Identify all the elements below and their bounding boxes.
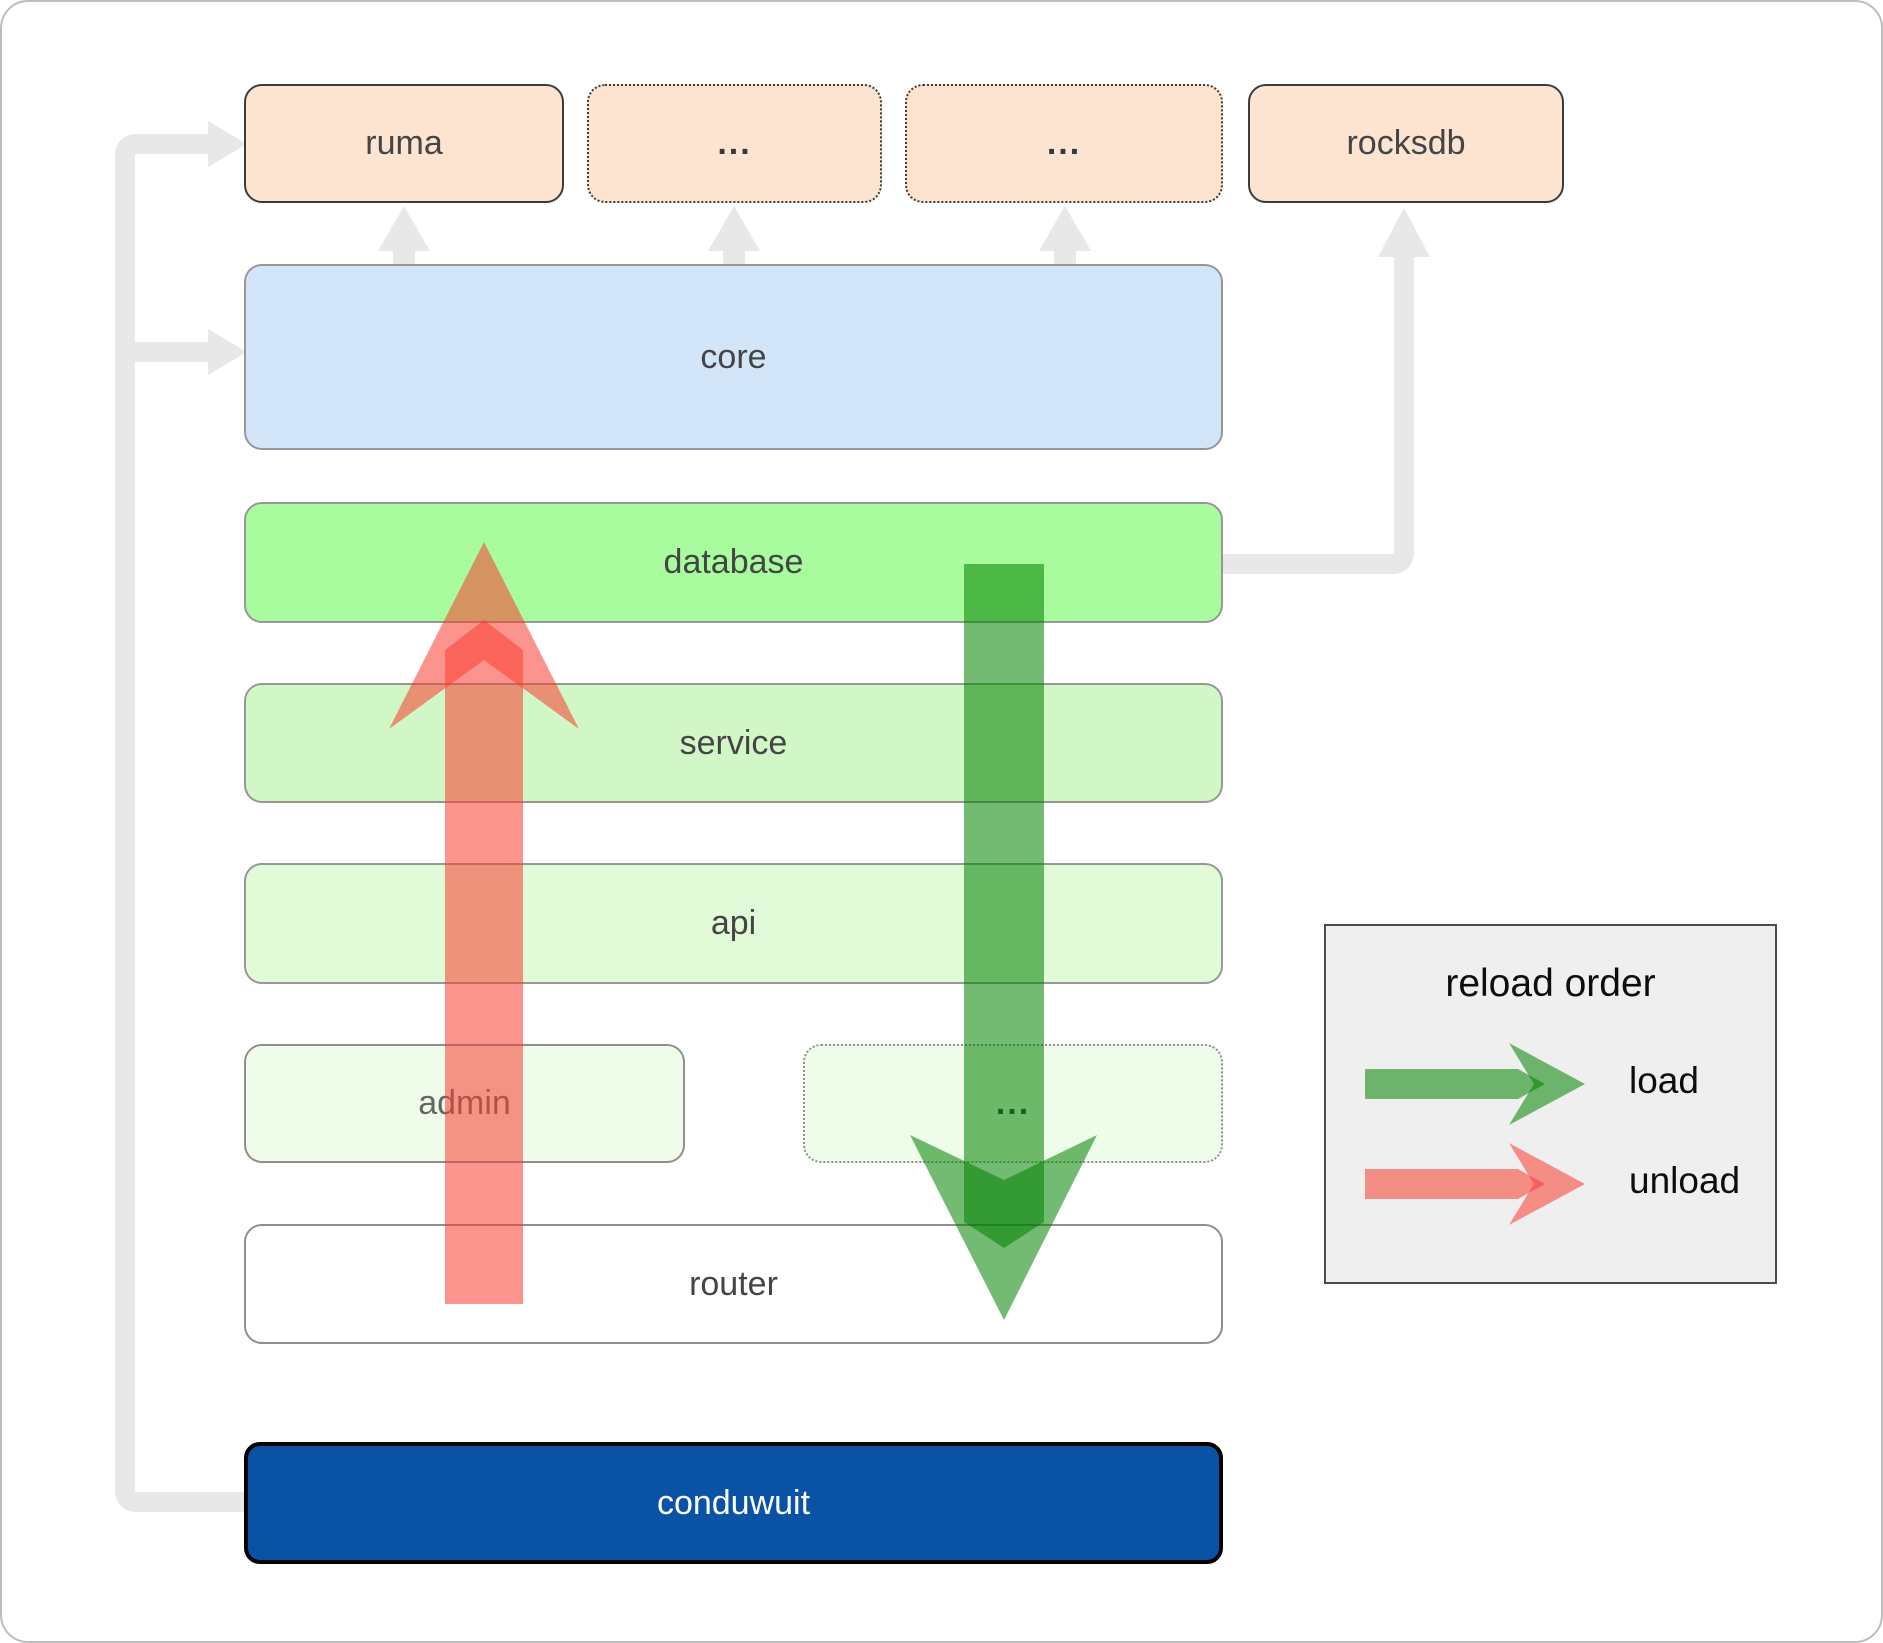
node-api: api — [244, 863, 1223, 984]
legend-load-label: load — [1629, 1060, 1699, 1101]
node-conduwuit: conduwuit — [244, 1442, 1223, 1564]
node-admin: admin — [244, 1044, 685, 1163]
arrowhead-up-ruma-icon — [378, 206, 430, 251]
legend-box: reload order — [1324, 924, 1777, 1284]
node-service: service — [244, 683, 1223, 803]
arrowhead-up-ellipsis-1-icon — [708, 206, 760, 251]
legend-unload-label: unload — [1629, 1160, 1741, 1201]
connector-database-to-rocksdb — [1223, 255, 1414, 574]
node-router: router — [244, 1224, 1223, 1344]
connector-conduwuit-to-ruma — [115, 134, 244, 1512]
arrowhead-into-core-icon — [208, 329, 247, 375]
arrowhead-up-ellipsis-2-icon — [1039, 206, 1091, 251]
node-rocksdb: rocksdb — [1248, 84, 1564, 203]
node-ellipsis-top-1: ... — [587, 84, 882, 203]
node-ellipsis-admin: ... — [803, 1044, 1223, 1163]
node-database: database — [244, 502, 1223, 623]
node-core: core — [244, 264, 1223, 450]
node-ellipsis-top-2: ... — [905, 84, 1223, 203]
arrowhead-into-ruma-icon — [208, 121, 247, 167]
arrowhead-into-rocksdb-icon — [1378, 208, 1430, 257]
node-ruma: ruma — [244, 84, 564, 203]
legend-title: reload order — [1445, 962, 1656, 1005]
